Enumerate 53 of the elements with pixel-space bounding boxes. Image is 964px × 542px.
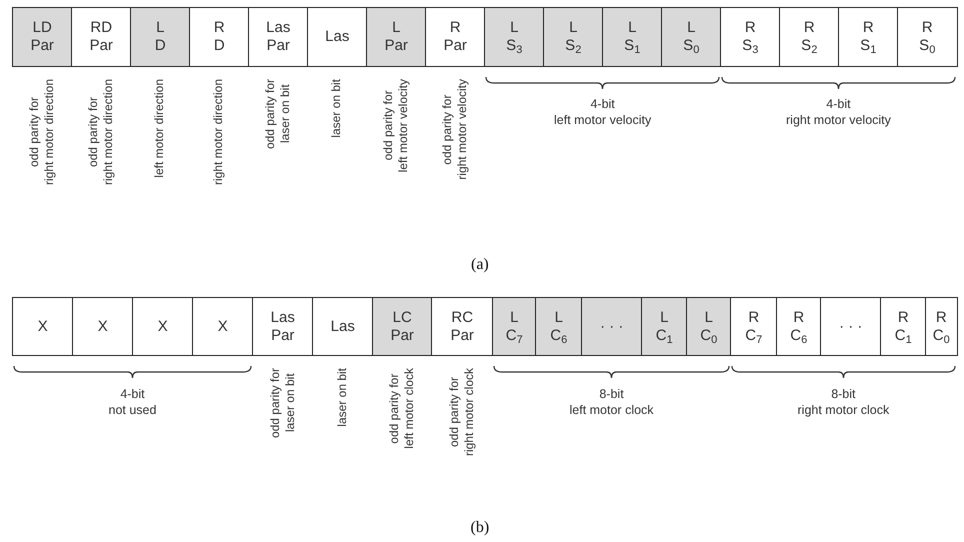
bit-field-cell: Las Par (248, 7, 308, 67)
bit-field-cell: X (192, 297, 254, 356)
bit-field-cell: Las (307, 7, 368, 67)
bit-field-cell: L C$_{7}$ (492, 297, 536, 356)
bit-field-cell: RD Par (71, 7, 132, 67)
bit-field-cell: R C$_{1}$ (880, 297, 926, 356)
bit-field-cell: X (132, 297, 194, 356)
field-description: odd parity for laser on bit (263, 79, 293, 150)
bit-field-cell: L D (130, 7, 190, 67)
bit-field-cell: L S$_{2}$ (543, 7, 604, 67)
bit-field-cell: R C$_{7}$ (730, 297, 778, 356)
field-description: right motor direction (211, 79, 226, 186)
bit-field-cell: X (72, 297, 134, 356)
panel-label: (a) (471, 256, 489, 274)
field-description: odd parity for right motor direction (27, 79, 57, 186)
field-description: odd parity for right motor direction (86, 79, 116, 186)
bit-field-cell: Las Par (252, 297, 314, 356)
bit-field-cell: R S$_{0}$ (897, 7, 958, 67)
bit-field-cell: R S$_{1}$ (838, 7, 898, 67)
panel-label: (b) (470, 519, 490, 537)
group-label: 8-bit right motor clock (798, 386, 890, 418)
field-description: odd parity for laser on bit (268, 368, 298, 438)
bit-field-cell: R D (189, 7, 250, 67)
bit-field-cell: LC Par (372, 297, 432, 356)
bit-field-cell: Las (312, 297, 374, 356)
bit-field-cell: R S$_{3}$ (720, 7, 780, 67)
group-label: 4-bit left motor velocity (554, 96, 652, 128)
bit-field-cell: X (12, 297, 74, 356)
bit-field-cell: LD Par (12, 7, 72, 67)
bit-field-cell: R C$_{6}$ (776, 297, 822, 356)
bit-field-cell: L C$_{0}$ (686, 297, 732, 356)
bit-field-cell: · · · (581, 297, 642, 356)
bit-field-cell: R C$_{0}$ (925, 297, 958, 356)
bit-field-cell: L S$_{1}$ (602, 7, 662, 67)
group-label: 4-bit right motor velocity (786, 96, 891, 128)
bit-field-cell: R Par (425, 7, 486, 67)
bit-field-cell: · · · (820, 297, 882, 356)
bit-field-cell: L C$_{6}$ (535, 297, 582, 356)
field-description: laser on bit (329, 79, 344, 138)
field-description: odd parity for left motor clock (387, 368, 417, 449)
bit-field-cell: L S$_{3}$ (484, 7, 544, 67)
bit-field-cell: L Par (366, 7, 426, 67)
group-label: 8-bit left motor clock (570, 386, 654, 418)
field-description: laser on bit (334, 368, 350, 427)
bit-field-cell: RC Par (431, 297, 494, 356)
group-label: 4-bit not used (108, 386, 156, 418)
field-description: left motor direction (152, 79, 167, 178)
field-description: odd parity for left motor velocity (381, 79, 411, 172)
bit-field-cell: L C$_{1}$ (641, 297, 688, 356)
bit-field-cell: R S$_{2}$ (779, 7, 840, 67)
field-description: odd parity for right motor velocity (440, 79, 470, 180)
field-description: odd parity for right motor clock (447, 368, 477, 456)
bit-field-cell: L S$_{0}$ (661, 7, 722, 67)
